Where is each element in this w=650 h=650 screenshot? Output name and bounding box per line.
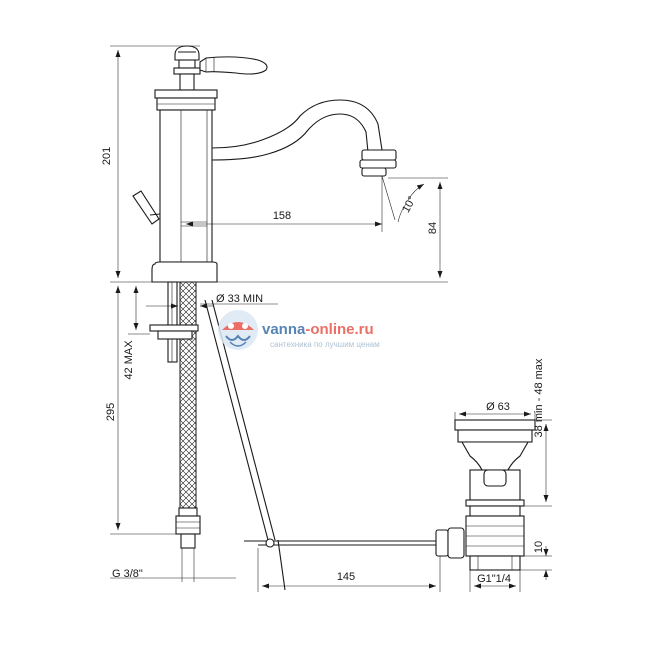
- dim-spout-height: 84: [427, 222, 439, 234]
- watermark-name-part2: -online.ru: [305, 321, 373, 338]
- watermark-tagline: сантехника по лучшим ценам: [270, 340, 380, 349]
- dimension-lines-faucet: [110, 45, 448, 283]
- dim-rod-length: 145: [337, 571, 355, 583]
- watermark: vanna-online.ru сантехника по лучшим цен…: [218, 310, 380, 350]
- dimension-lines-under: [110, 286, 441, 592]
- dim-spout-angle: 10°: [400, 194, 418, 214]
- svg-text:vanna-online.ru: vanna-online.ru: [262, 321, 374, 338]
- dim-waste-thread: G1"1/4: [477, 573, 511, 585]
- dim-height-total: 201: [101, 147, 113, 165]
- hoses: [149, 281, 286, 591]
- dim-waste-range: 38 min - 48 max: [533, 358, 545, 437]
- dim-hose-length: 295: [105, 403, 117, 421]
- dim-waste-ten: 10: [533, 541, 545, 553]
- faucet-body: [132, 45, 397, 283]
- dim-max-deck: 42 MAX: [123, 340, 135, 380]
- dim-hole-diameter: Ø 33 MIN: [216, 293, 263, 305]
- dim-connection-thread: G 3/8": [112, 568, 143, 580]
- watermark-name-part1: vanna: [262, 321, 306, 338]
- dim-waste-diameter: Ø 63: [486, 401, 510, 413]
- dim-spout-reach: 158: [273, 210, 291, 222]
- dimension-lines-waste: [454, 411, 552, 592]
- waste-assembly: [244, 419, 536, 571]
- watermark-logo-icon: [218, 310, 258, 350]
